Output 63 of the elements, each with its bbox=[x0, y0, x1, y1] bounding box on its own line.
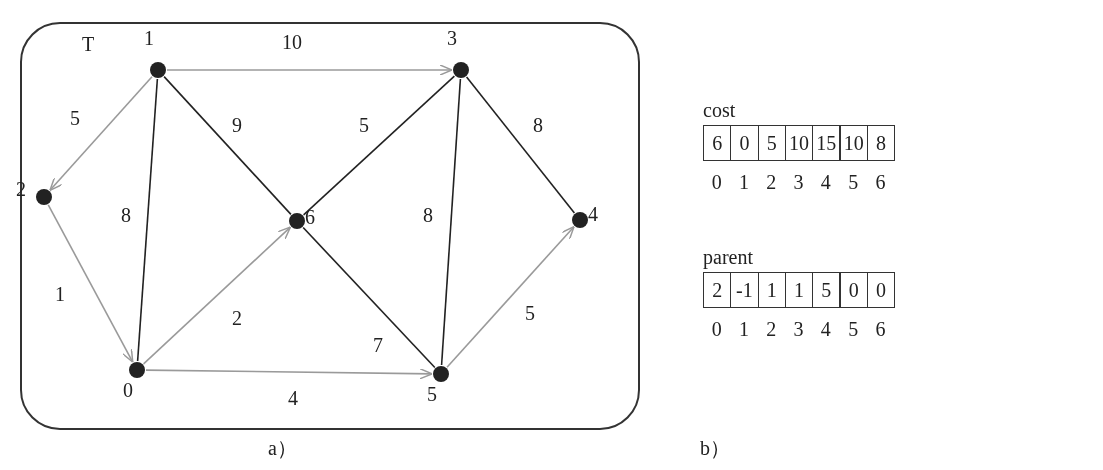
index-number: 4 bbox=[819, 319, 832, 339]
vertex-label: 3 bbox=[447, 28, 457, 48]
table-cell: 6 bbox=[703, 125, 732, 161]
panel-caption: a） bbox=[268, 438, 297, 458]
table-cell: 0 bbox=[730, 125, 759, 161]
edge-label: 2 bbox=[230, 308, 244, 328]
vertex-label: 0 bbox=[123, 380, 133, 400]
table-cell: 1 bbox=[784, 272, 814, 308]
index-number: 3 bbox=[792, 319, 805, 339]
index-number: 0 bbox=[710, 172, 723, 192]
edge-line bbox=[136, 78, 159, 362]
frame-label: T bbox=[82, 34, 95, 54]
table-cell: 0 bbox=[866, 272, 896, 308]
arrow bbox=[49, 75, 153, 192]
arrow bbox=[166, 64, 453, 76]
index-number: 2 bbox=[765, 172, 778, 192]
edge-label: 5 bbox=[357, 115, 371, 135]
table-cell: 10 bbox=[839, 125, 868, 161]
arrow bbox=[142, 226, 292, 365]
vertex-label: 6 bbox=[305, 207, 315, 227]
table-cell: 15 bbox=[812, 125, 841, 161]
table-cell: 10 bbox=[784, 125, 814, 161]
edge-label: 4 bbox=[286, 388, 300, 408]
index-number: 4 bbox=[819, 172, 832, 192]
table-cell: 8 bbox=[866, 125, 896, 161]
array-name: cost bbox=[703, 100, 736, 120]
table-cell: 0 bbox=[839, 272, 868, 308]
edge-line bbox=[440, 78, 462, 366]
edge-label: 8 bbox=[531, 115, 545, 135]
edge-label: 5 bbox=[523, 303, 537, 323]
edge-label: 7 bbox=[371, 335, 385, 355]
edge-line bbox=[302, 226, 436, 369]
edge-line bbox=[465, 76, 576, 214]
edge-label: 8 bbox=[119, 205, 133, 225]
vertex-label: 4 bbox=[588, 204, 598, 224]
index-number: 6 bbox=[874, 172, 887, 192]
edge-line bbox=[302, 75, 456, 216]
index-number: 1 bbox=[737, 172, 750, 192]
index-number: 3 bbox=[792, 172, 805, 192]
table-cell: 5 bbox=[812, 272, 841, 308]
edge-label: 8 bbox=[421, 205, 435, 225]
index-number: 6 bbox=[874, 319, 887, 339]
array-name: parent bbox=[703, 247, 753, 267]
arrow bbox=[47, 204, 134, 363]
vertex-label: 5 bbox=[427, 384, 437, 404]
table-cell: -1 bbox=[730, 272, 759, 308]
edge-label: 9 bbox=[230, 115, 244, 135]
vertex-label: 1 bbox=[144, 28, 154, 48]
edge-label: 5 bbox=[68, 108, 82, 128]
edge-label: 10 bbox=[280, 32, 304, 52]
arrow bbox=[145, 367, 433, 380]
index-number: 5 bbox=[847, 172, 860, 192]
panel-caption: b） bbox=[700, 438, 730, 458]
edge-line bbox=[163, 75, 292, 216]
edge-label: 1 bbox=[53, 284, 67, 304]
index-number: 1 bbox=[737, 319, 750, 339]
table-cell: 5 bbox=[757, 125, 786, 161]
table-cell: 1 bbox=[757, 272, 786, 308]
table-cell: 2 bbox=[703, 272, 732, 308]
index-number: 2 bbox=[765, 319, 778, 339]
index-number: 5 bbox=[847, 319, 860, 339]
index-number: 0 bbox=[710, 319, 723, 339]
arrow bbox=[446, 225, 575, 369]
